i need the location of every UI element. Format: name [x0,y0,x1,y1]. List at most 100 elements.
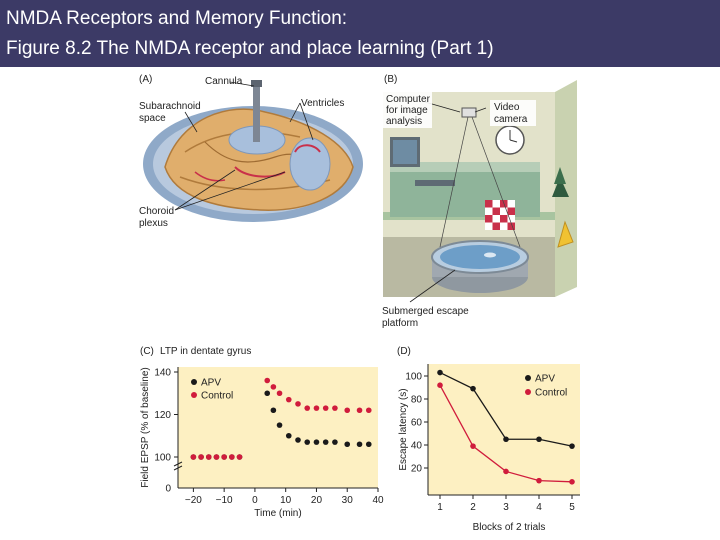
data-point-control [503,468,509,475]
data-point-apv [437,369,443,376]
computer-label-1: Computer [386,94,431,105]
x-tick-label: 10 [280,495,292,506]
panel-b-water-maze-illustration: (B) Computer for image analysis Video ca… [382,74,577,329]
data-point-control [229,454,235,460]
data-point-control [221,454,227,460]
data-point-control [470,443,476,449]
data-point-control [344,407,351,414]
water-pool [431,240,529,293]
data-point-apv [344,441,351,448]
x-tick-label: 2 [470,502,476,513]
data-point-control [332,405,338,411]
data-point-apv [264,390,271,397]
x-tick-label: 1 [437,502,443,513]
data-point-control [190,454,197,460]
x-tick-label: −20 [185,495,202,506]
data-point-apv [332,439,338,445]
x-tick-label: 20 [311,495,323,506]
slide-subtitle: Figure 8.2 The NMDA receptor and place l… [6,38,494,59]
data-point-apv [470,385,476,392]
y-tick-label: 120 [154,410,171,421]
legend-marker-apv [191,379,197,385]
data-point-apv [304,439,311,445]
data-point-control [365,407,372,414]
x-tick-label: 3 [503,502,509,513]
x-tick-label: 5 [569,502,575,513]
legend-label-control: Control [201,391,233,402]
y-tick-label: 100 [154,453,171,464]
legend-label-apv: APV [535,374,555,385]
data-point-control [276,390,283,397]
platform-label-2: platform [382,318,418,329]
plot-background [178,367,378,488]
data-point-control [304,405,311,411]
brain-drawing [143,80,363,222]
y-axis-label: Escape latency (s) [398,388,409,470]
data-point-control [213,454,220,460]
data-point-control [264,377,271,384]
data-point-control [236,454,243,460]
data-point-apv [356,441,363,448]
platform-label-1: Submerged escape [382,306,469,317]
data-point-apv [322,439,329,445]
legend-marker-apv [525,375,531,381]
data-point-control [205,454,212,460]
data-point-control [295,401,301,407]
chart-title: LTP in dentate gyrus [160,346,251,357]
y-tick-label: 60 [411,418,423,429]
data-point-apv [536,436,542,443]
panel-a-label: (A) [139,74,152,85]
computer-label-2: for image [386,105,428,116]
data-point-apv [276,422,283,428]
checkerboard-cue [485,200,515,230]
panel-a-brain-illustration: (A) Cannula Subarachnoid space Ventricle… [139,74,363,229]
data-point-apv [285,432,292,439]
cannula-label: Cannula [205,76,243,87]
computer-label-3: analysis [386,116,422,127]
data-point-control [356,407,363,414]
data-point-control [569,479,575,485]
choroid-label-1: Choroid [139,206,174,217]
x-axis-label: Blocks of 2 trials [473,522,546,533]
data-point-control [322,405,329,411]
data-point-control [198,454,204,460]
y-tick-label: 140 [154,368,171,379]
data-point-apv [503,436,509,443]
y-tick-label: 0 [165,484,171,495]
panel-c-ltp-chart: (C) LTP in dentate gyrus 1001201400−20−1… [140,346,384,519]
legend-marker-control [191,392,197,398]
video-label-1: Video [494,102,520,113]
y-tick-label: 100 [405,372,422,383]
y-axis-label: Field EPSP (% of baseline) [140,367,151,487]
y-tick-label: 80 [411,395,423,406]
legend-label-apv: APV [201,378,221,389]
plot-background [428,364,580,495]
choroid-label-2: plexus [139,218,168,229]
data-point-control [437,382,443,388]
computer-label-box: Computer for image analysis [382,90,432,128]
data-point-apv [313,439,320,445]
data-point-apv [365,441,372,448]
data-point-apv [295,437,301,443]
panel-b-label: (B) [384,74,397,85]
data-point-apv [569,443,575,449]
legend-marker-control [525,389,531,395]
x-axis-label: Time (min) [254,508,301,519]
data-point-control [285,396,292,403]
data-point-control [313,405,320,411]
subarachnoid-label-2: space [139,113,166,124]
ventricles-label: Ventricles [301,98,344,109]
data-point-control [270,384,277,390]
x-tick-label: 0 [252,495,258,506]
axis-break-mark [173,461,183,467]
x-tick-label: 40 [372,495,384,506]
panel-c-label: (C) [140,346,154,357]
data-point-apv [270,407,277,414]
video-label-2: camera [494,114,528,125]
panel-d-label: (D) [397,346,411,357]
data-point-control [536,477,542,484]
title-bar: NMDA Receptors and Memory Function: Figu… [0,0,720,67]
axis-break-mark [173,465,183,471]
x-tick-label: 4 [536,502,542,513]
